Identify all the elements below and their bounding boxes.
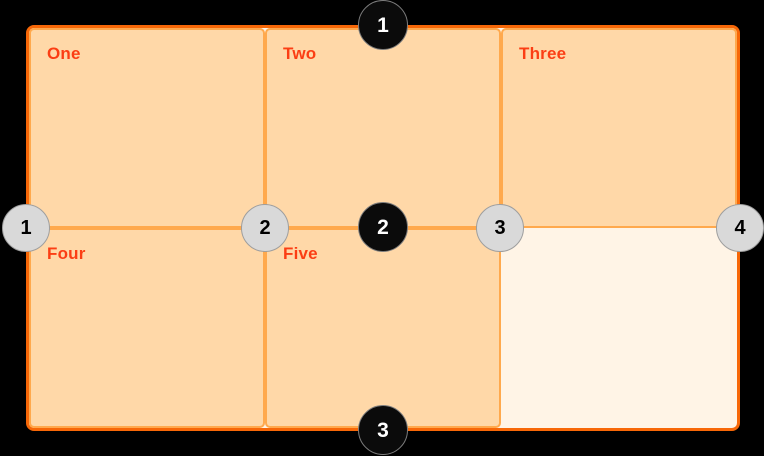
column-line-marker-1: 1	[2, 204, 50, 252]
grid-cell-two: Two	[265, 28, 501, 228]
grid-cell-one: One	[29, 28, 265, 228]
column-line-marker-3: 3	[476, 204, 524, 252]
row-line-marker-2: 2	[358, 202, 408, 252]
row-line-marker-1: 1	[358, 0, 408, 50]
column-line-marker-4: 4	[716, 204, 764, 252]
row-line-marker-3: 3	[358, 405, 408, 455]
grid-cell-four: Four	[29, 228, 265, 428]
grid-cell-empty	[501, 228, 737, 428]
column-line-marker-2: 2	[241, 204, 289, 252]
grid-cell-three: Three	[501, 28, 737, 228]
grid-container: One Two Three Four Five	[26, 25, 740, 431]
grid-cell-five: Five	[265, 228, 501, 428]
